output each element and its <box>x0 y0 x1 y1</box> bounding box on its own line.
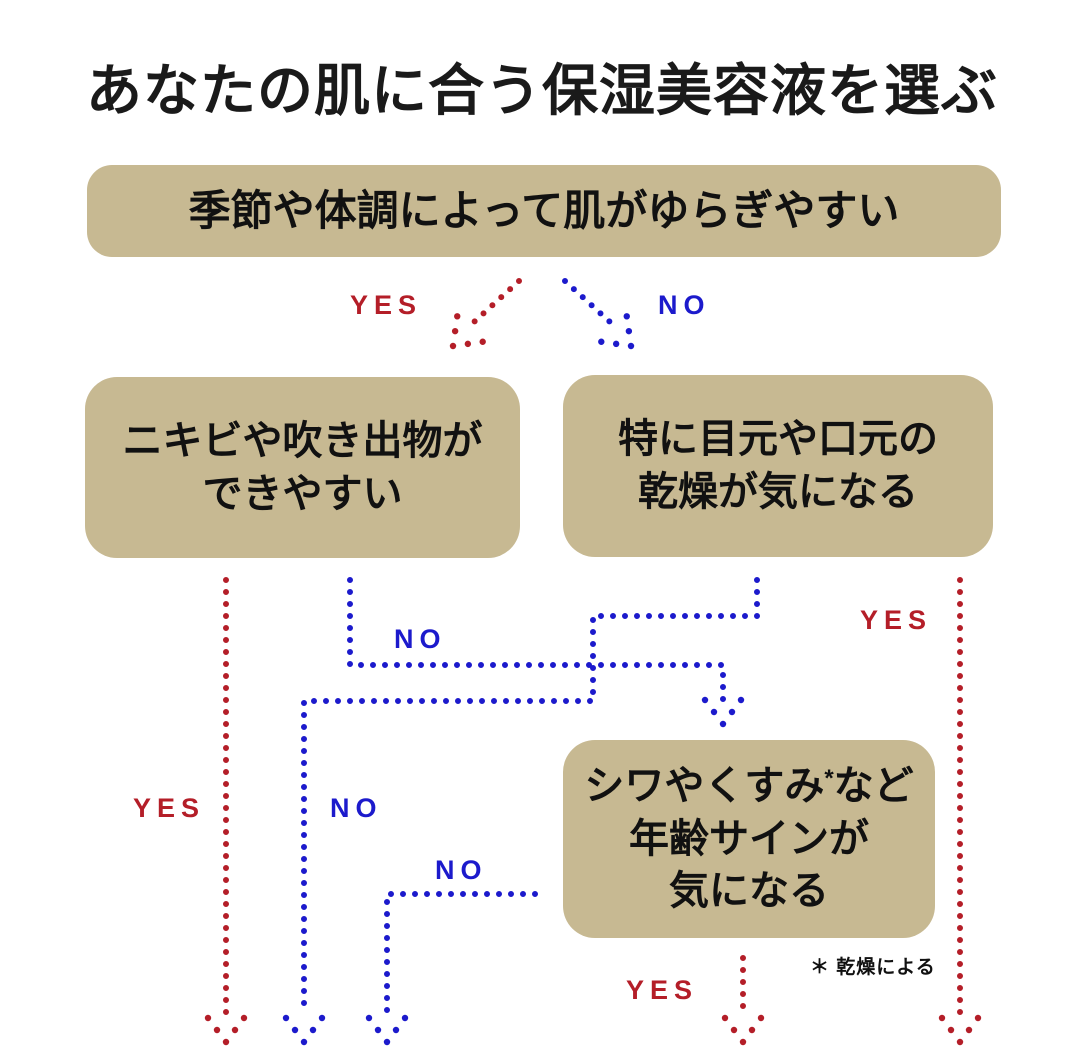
label-q2-yes: YES <box>133 793 206 823</box>
arrowhead-q3-yes <box>938 1014 982 1046</box>
node-q4-line3: 気になる <box>669 869 829 914</box>
edge-q1-no-line <box>562 278 613 325</box>
arrowhead-q2-yes <box>204 1014 248 1046</box>
node-q2: ニキビや吹き出物が できやすい <box>85 377 520 558</box>
arrowhead-q3-no <box>282 1014 326 1046</box>
node-q3-text: 特に目元や口元の 乾燥が気になる <box>618 413 938 519</box>
node-q4: シワやくすみ*など 年齢サインが 気になる <box>563 740 935 938</box>
node-q4-line1: シワやくすみ*など <box>584 760 913 813</box>
label-q1-no: NO <box>658 290 711 320</box>
label-q4-yes: YES <box>626 975 699 1005</box>
label-q4-no: NO <box>435 855 488 885</box>
node-q4-line1-post: など <box>833 763 914 808</box>
node-q2-line2: できやすい <box>202 471 403 516</box>
node-q3-line2: 乾燥が気になる <box>638 470 918 514</box>
node-q4-line2: 年齢サインが <box>629 816 869 861</box>
label-q3-yes: YES <box>860 605 933 635</box>
edge-q1-yes-line <box>471 278 522 325</box>
label-q3-no: NO <box>330 793 383 823</box>
node-q3: 特に目元や口元の 乾燥が気になる <box>563 375 993 557</box>
node-q4-text: シワやくすみ*など 年齢サインが 気になる <box>584 760 913 918</box>
node-q1: 季節や体調によって肌がゆらぎやすい <box>87 165 1001 257</box>
node-q3-line1: 特に目元や口元の <box>618 417 938 462</box>
node-q4-line1-pre: シワやくすみ <box>584 763 825 808</box>
arrowhead-q4-yes <box>721 1014 765 1046</box>
node-q1-text: 季節や体調によって肌がゆらぎやすい <box>188 187 900 235</box>
node-q2-line1: ニキビや吹き出物が <box>122 418 483 463</box>
arrowhead-q4-no <box>365 1014 409 1046</box>
footnote-asterisk-marker: * <box>824 764 834 792</box>
page-title: あなたの肌に合う保湿美容液を選ぶ <box>86 61 998 123</box>
label-q2-no: NO <box>394 624 447 654</box>
arrowhead-q1-no <box>596 311 649 364</box>
arrowhead-q1-yes <box>435 311 488 364</box>
label-q1-yes: YES <box>350 290 423 320</box>
edge-q3-no-line <box>301 577 760 1017</box>
edge-q4-no-line <box>384 891 538 1017</box>
node-q2-text: ニキビや吹き出物が できやすい <box>123 415 483 521</box>
footnote: ＊ 乾燥による <box>810 957 936 978</box>
